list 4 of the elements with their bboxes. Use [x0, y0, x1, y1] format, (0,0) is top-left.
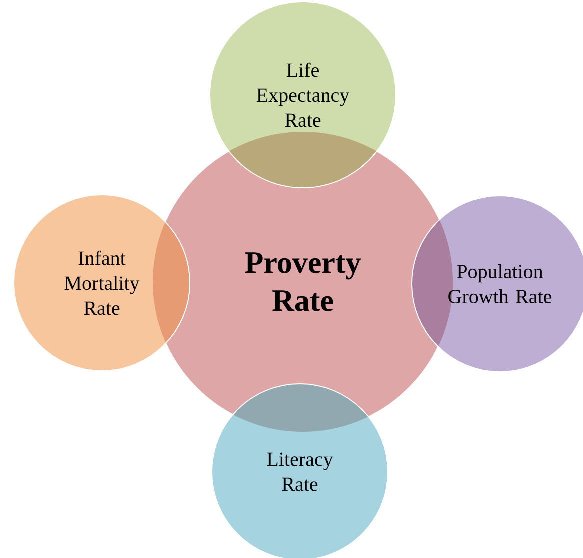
circle-node: Population Growth Rate	[412, 196, 583, 372]
circle-node: Literacy Rate	[212, 384, 388, 558]
circle-node: Life Expectancy Rate	[210, 2, 396, 188]
circle-node: Infant Mortality Rate	[14, 194, 190, 372]
